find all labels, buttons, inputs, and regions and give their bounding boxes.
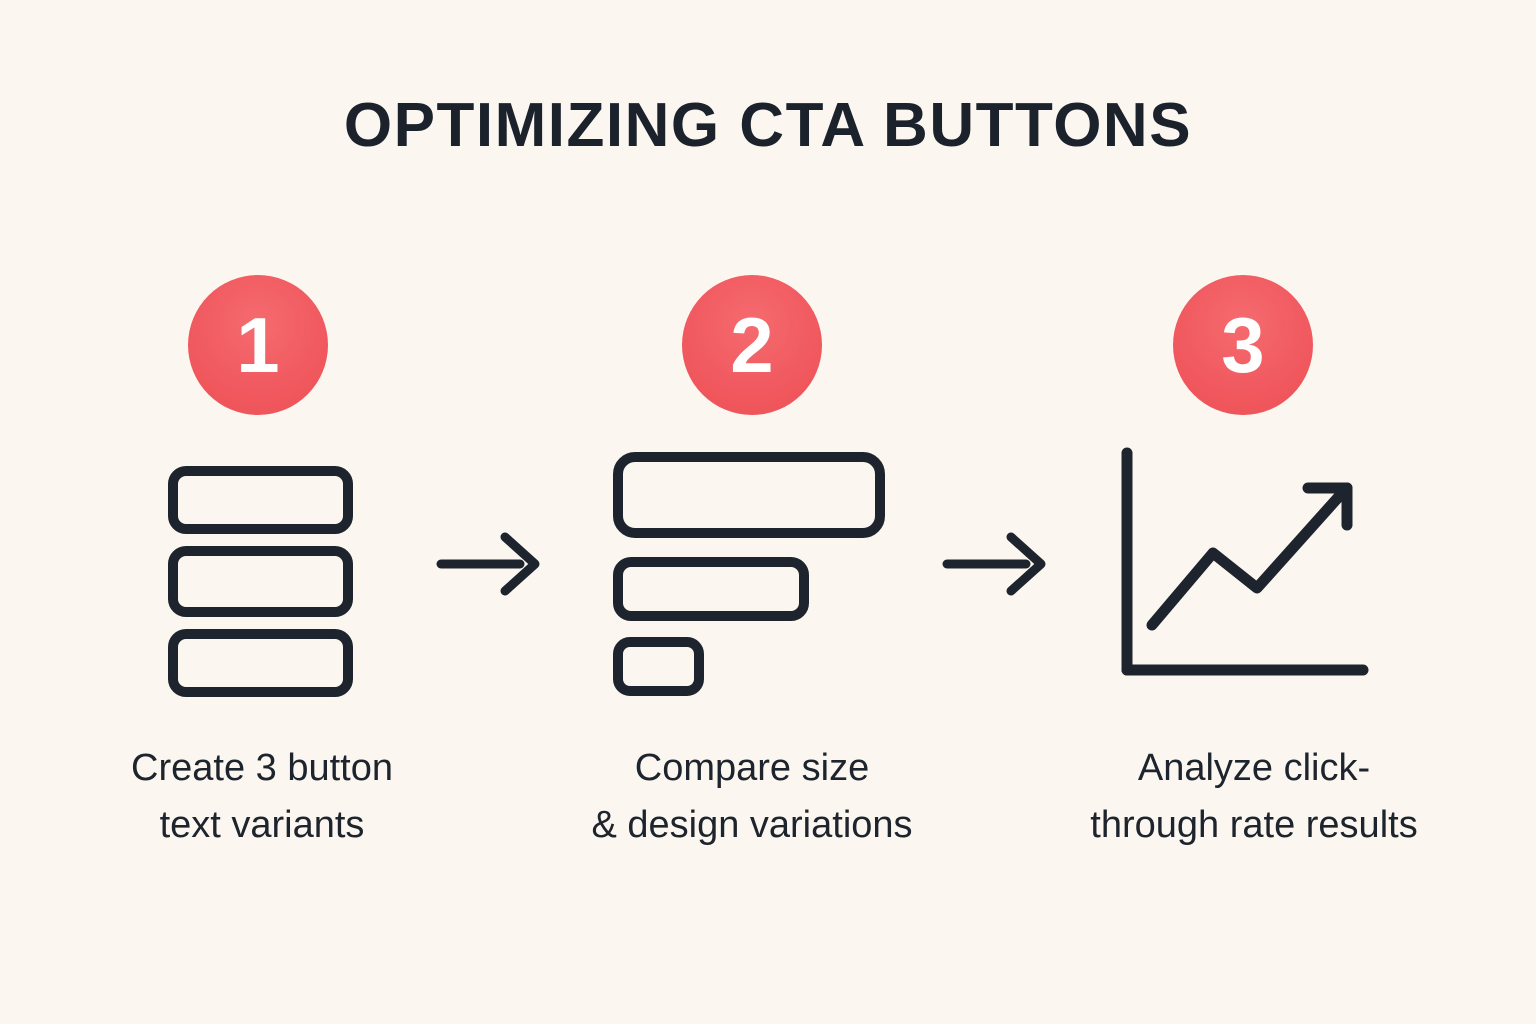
step-3-number: 3 <box>1221 300 1265 389</box>
step-1-number-badge: 1 <box>188 275 328 415</box>
step-2-number: 2 <box>730 300 774 389</box>
step-3-number-badge: 3 <box>1173 275 1313 415</box>
infographic-title: OPTIMIZING CTA BUTTONS <box>343 91 1193 160</box>
step-1-caption: Create 3 button text variants <box>131 747 393 846</box>
step-2-caption: Compare size & design variations <box>591 747 913 846</box>
step-1-number: 1 <box>236 300 280 389</box>
size-variant-buttons-icon <box>613 448 890 700</box>
three-equal-buttons-icon <box>168 462 353 702</box>
line-chart-up-icon <box>1117 443 1369 680</box>
arrow-right-icon <box>432 528 544 600</box>
arrow-right-icon <box>938 528 1050 600</box>
step-2-number-badge: 2 <box>682 275 822 415</box>
step-3-caption: Analyze click- through rate results <box>1090 747 1418 846</box>
